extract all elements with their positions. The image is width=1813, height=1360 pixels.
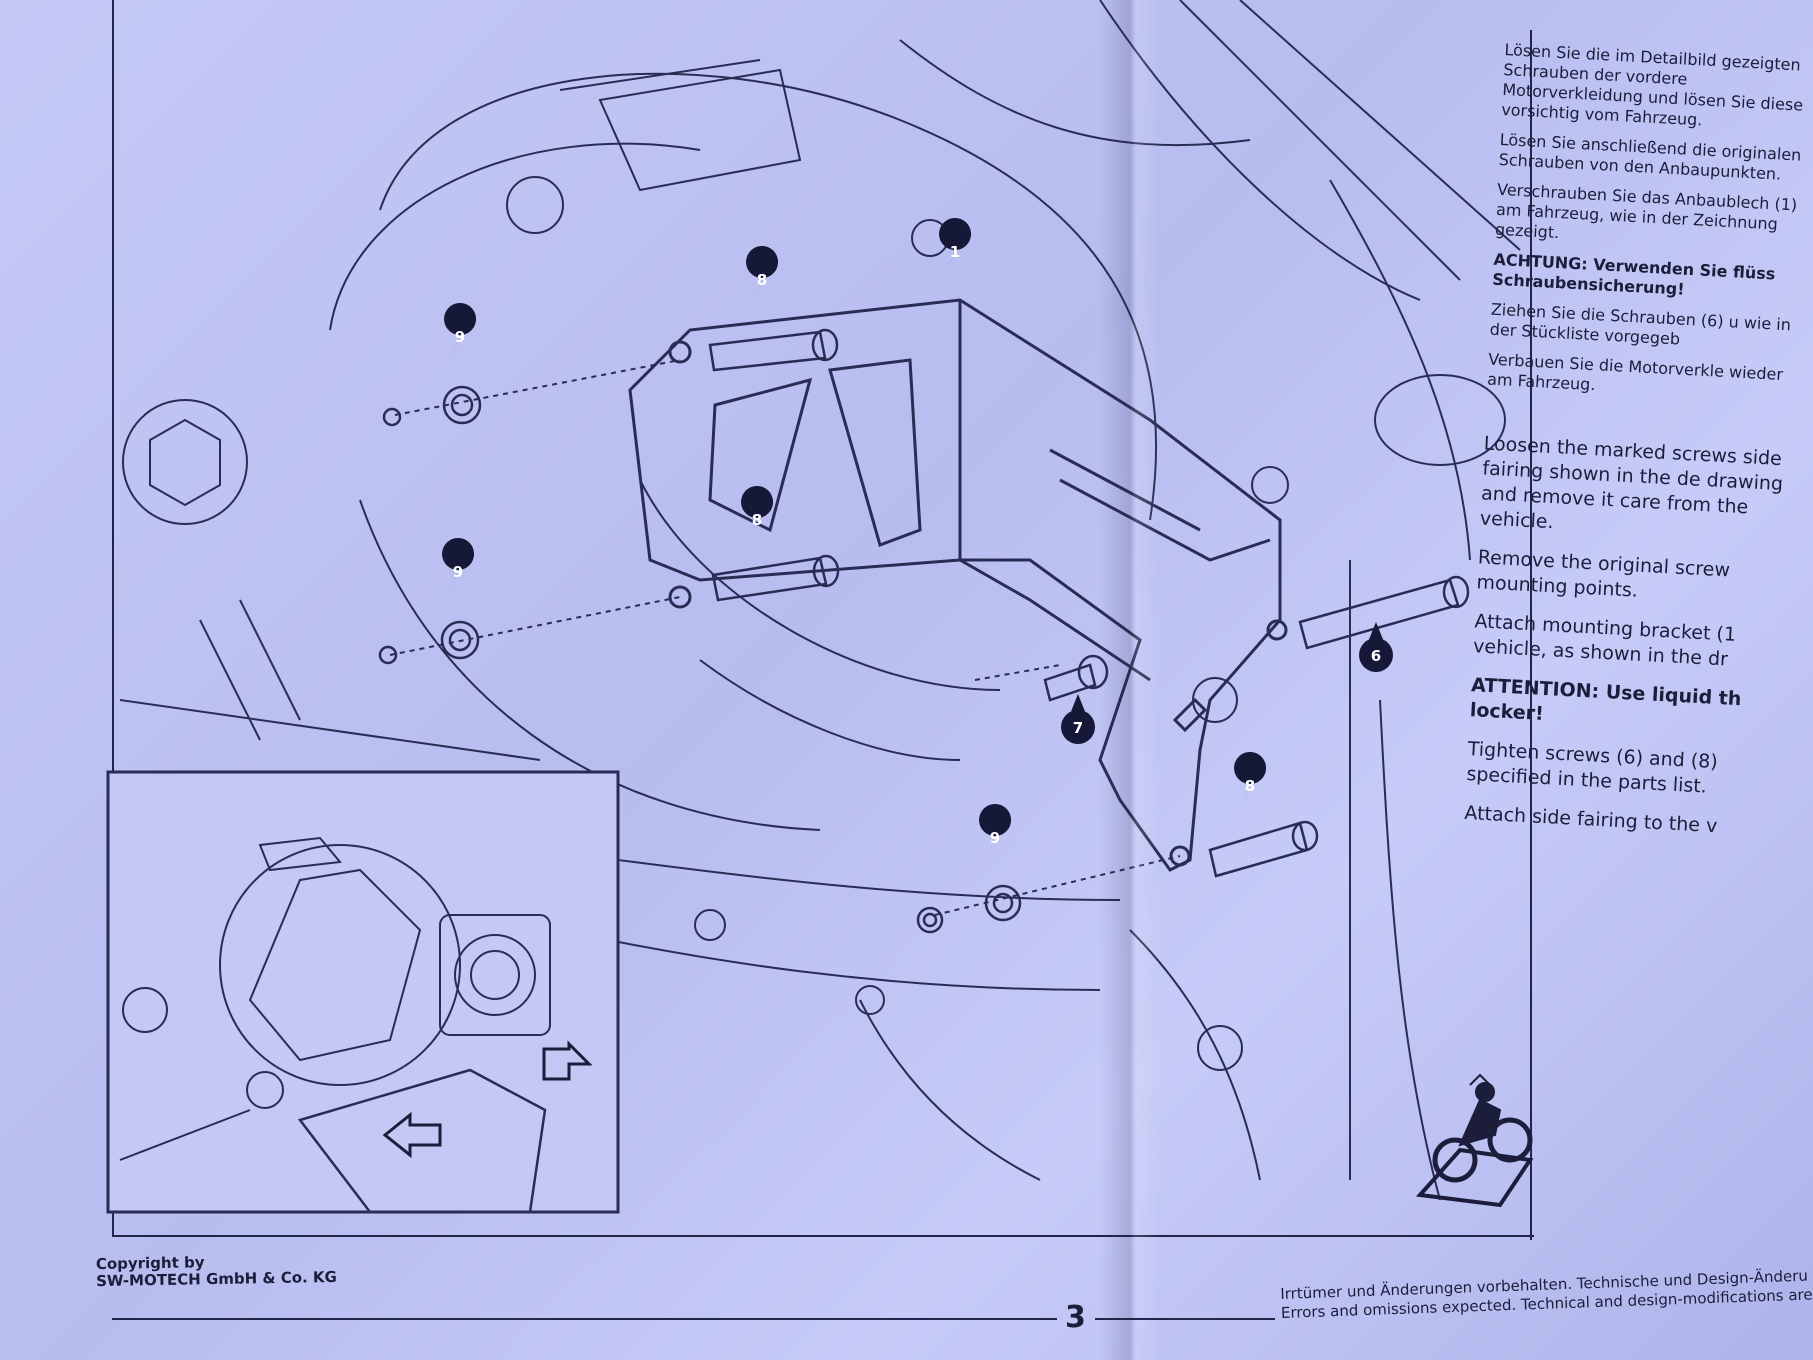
callout-8: 8 — [1234, 752, 1267, 806]
callout-label: 9 — [455, 328, 465, 346]
callout-1: 1 — [939, 218, 972, 272]
callout-7: 7 — [1061, 694, 1095, 744]
instruction-de-3: Verschrauben Sie das Anbaublech (1) am F… — [1494, 179, 1798, 243]
engine-circle — [506, 176, 564, 234]
hex-bolt — [149, 418, 221, 507]
engine-outline — [329, 142, 701, 331]
callout-label: 8 — [757, 271, 767, 289]
callout-label: 8 — [752, 511, 762, 529]
rubber-mount — [1374, 374, 1506, 466]
engine-circle — [694, 909, 726, 941]
callout-label: 1 — [950, 243, 960, 261]
motorcycle-logo-icon — [1415, 1073, 1534, 1208]
engine-outline — [199, 619, 261, 741]
instruction-de-4: Ziehen Sie die Schrauben (6) u wie in de… — [1489, 299, 1792, 349]
engine-outline — [1099, 0, 1421, 301]
engine-outline — [119, 699, 541, 761]
copyright: Copyright by SW-MOTECH GmbH & Co. KG — [96, 1252, 337, 1290]
column-divider — [1530, 30, 1532, 1240]
instruction-en-2: Remove the original screw mounting point… — [1476, 546, 1731, 602]
callout-label: 6 — [1371, 647, 1381, 665]
engine-outline — [1239, 0, 1521, 251]
paper-fold — [1100, 0, 1160, 1360]
engine-outline — [859, 999, 1041, 1181]
engine-outline — [559, 929, 1101, 991]
engine-circle — [1197, 1025, 1243, 1071]
callout-9: 9 — [979, 804, 1012, 858]
callout-label: 9 — [990, 829, 1000, 847]
engine-circle — [855, 985, 885, 1015]
engine-outline — [1179, 0, 1461, 281]
instruction-de-2: Lösen Sie anschließend die originalen Sc… — [1498, 129, 1802, 184]
screws — [708, 328, 1470, 878]
engine-outline — [379, 72, 1158, 521]
assembly-lines — [389, 359, 1181, 916]
callout-8: 8 — [741, 486, 774, 540]
callout-pins: 1 8 8 8 9 9 9 6 — [442, 218, 1393, 858]
callout-6: 6 — [1359, 622, 1393, 672]
engine-outline — [539, 849, 1121, 901]
callout-8: 8 — [746, 246, 779, 300]
arrow-left-icon — [382, 1111, 442, 1159]
instruction-en-5: Attach side fairing to the v — [1463, 801, 1718, 838]
engine-outline — [559, 59, 761, 91]
instruction-de-1: Lösen Sie die im Detailbild gezeigten Sc… — [1500, 40, 1804, 130]
washers — [378, 385, 1022, 934]
engine-outline — [359, 499, 821, 831]
detail-inset — [106, 770, 620, 1214]
instruction-en-4: Tighten screws (6) and (8) specified in … — [1465, 738, 1719, 798]
engine-outline — [899, 39, 1251, 147]
engine-circle — [1251, 466, 1289, 504]
engine-outline — [598, 68, 802, 192]
engine-outline — [699, 659, 961, 761]
engine-outline — [1379, 699, 1441, 1201]
instruction-en-1: Loosen the marked screws side fairing sh… — [1479, 432, 1784, 534]
page-border — [112, 0, 1534, 1237]
mounting-bracket — [628, 298, 1288, 872]
engine-outline — [1129, 929, 1261, 1181]
callout-label: 7 — [1073, 719, 1083, 737]
footer-rule-right — [1095, 1318, 1275, 1320]
engine-outline — [239, 599, 301, 721]
instruction-en-3: Attach mounting bracket (1 vehicle, as s… — [1472, 610, 1737, 671]
engine-outline — [639, 479, 1001, 691]
callout-label: 9 — [453, 563, 463, 581]
arrow-left-icon — [542, 1040, 593, 1081]
callout-9: 9 — [442, 538, 475, 592]
warning-en: ATTENTION: Use liquid th locker! — [1469, 674, 1742, 725]
engine-circle — [122, 399, 248, 525]
callout-label: 8 — [1245, 777, 1255, 795]
instruction-de-5: Verbauen Sie die Motorverkle wieder am F… — [1486, 349, 1784, 395]
callout-9: 9 — [444, 303, 477, 357]
page-number: 3 — [1065, 1300, 1086, 1335]
warning-de: ACHTUNG: Verwenden Sie flüss Schraubensi… — [1491, 249, 1776, 299]
footer-rule-left — [112, 1318, 1057, 1320]
engine-outline — [1329, 179, 1471, 561]
instruction-panel: Lösen Sie die im Detailbild gezeigten Sc… — [1453, 40, 1813, 1055]
